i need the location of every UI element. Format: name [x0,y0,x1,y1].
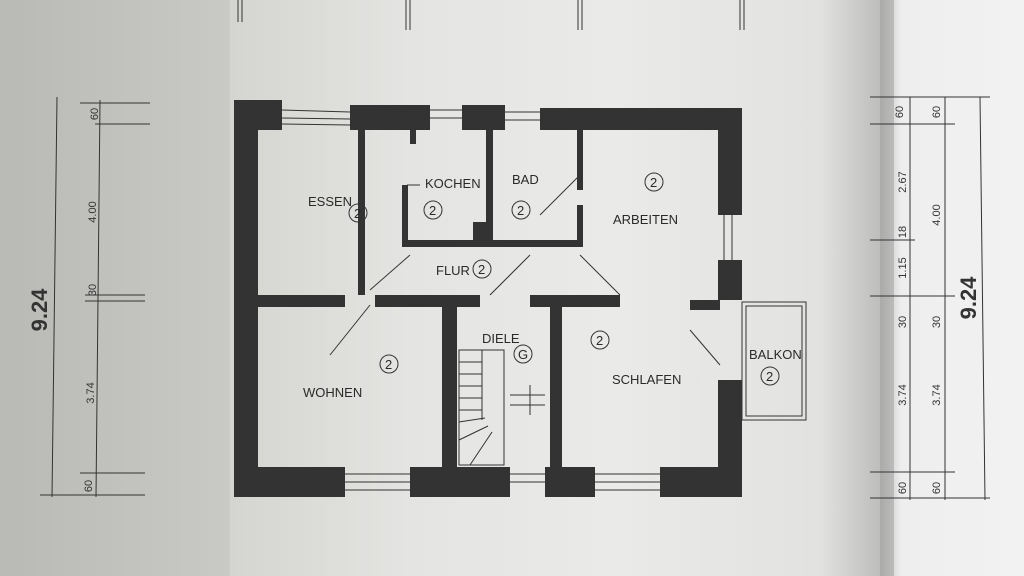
paper-shadow [0,0,230,576]
paper-fold [880,0,894,576]
room-diele-mark: G [518,347,528,362]
room-arbeiten: ARBEITEN [613,212,678,227]
dimension-right: 60 2.67 18 1.15 30 3.74 60 60 4.00 30 3.… [870,96,990,501]
dim-right-total: 9.24 [956,276,981,320]
dim-right-inner-seg: 3.74 [931,384,943,405]
room-diele: DIELE [482,331,520,346]
dimension-left: 9.24 60 4.00 30 3.74 60 [27,96,150,498]
room-essen-mark: 2 [354,206,361,221]
dim-right-outer-seg: 60 [897,482,909,494]
room-bad-mark: 2 [517,203,524,218]
room-wohnen-mark: 2 [385,357,392,372]
room-bad: BAD [512,172,539,187]
dim-left-seg: 3.74 [85,382,97,403]
windows [281,109,733,491]
dim-right-outer-seg: 30 [897,316,909,328]
room-schlafen: SCHLAFEN [612,372,681,387]
room-essen: ESSEN [308,194,352,209]
walls [234,100,742,497]
dim-right-inner-seg: 60 [931,482,943,494]
dim-right-outer-seg: 60 [894,106,906,118]
room-flur-mark: 2 [478,262,485,277]
room-kochen-mark: 2 [429,203,436,218]
dim-right-inner-seg: 60 [931,106,943,118]
room-wohnen: WOHNEN [303,385,362,400]
room-balkon: BALKON [749,347,802,362]
dim-right-outer-seg: 2.67 [897,171,909,192]
dim-right-outer-seg: 18 [897,226,909,238]
room-kochen: KOCHEN [425,176,481,191]
dim-right-inner-seg: 30 [931,316,943,328]
dim-left-seg: 60 [83,480,95,492]
doors [329,174,721,366]
dim-left-seg: 30 [87,284,99,296]
stairs [458,349,545,466]
room-labels: ESSEN 2 KOCHEN 2 BAD 2 2 ARBEITEN FLUR 2… [303,172,802,400]
dim-left-total: 9.24 [27,288,52,332]
dim-left-seg: 60 [89,108,101,120]
dim-right-outer-seg: 1.15 [897,257,909,278]
balcony [741,301,807,421]
top-ticks [237,0,745,30]
room-arbeiten-mark: 2 [650,175,657,190]
room-schlafen-mark: 2 [596,333,603,348]
dim-right-inner-seg: 4.00 [931,204,943,225]
room-balkon-mark: 2 [766,369,773,384]
dim-left-seg: 4.00 [87,201,99,222]
dim-right-outer-seg: 3.74 [897,384,909,405]
room-flur: FLUR [436,263,470,278]
